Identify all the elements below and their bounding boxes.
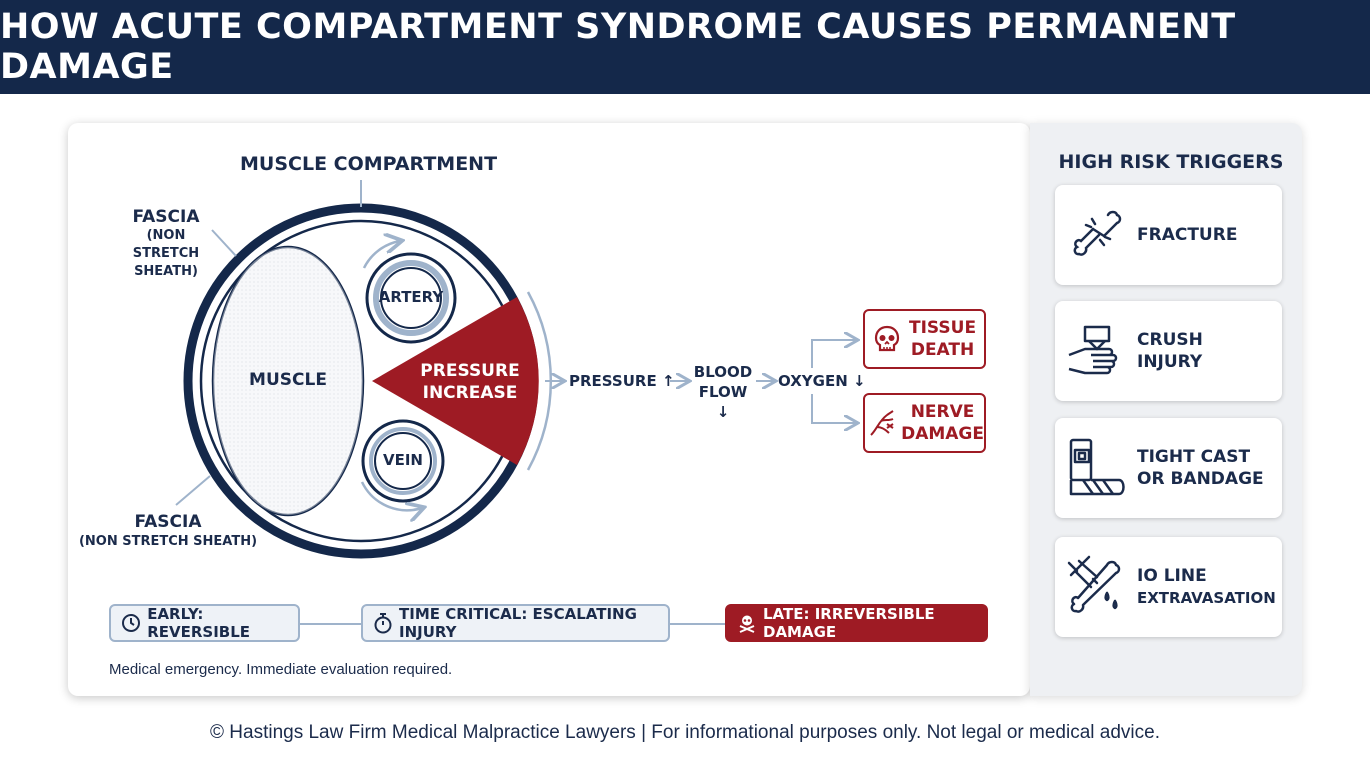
timeline-early: EARLY: REVERSIBLE xyxy=(109,604,300,642)
flow-blood-line1: BLOOD xyxy=(693,363,753,381)
trigger-crush-line2: INJURY xyxy=(1137,352,1203,372)
pressure-increase-label: PRESSURE INCREASE xyxy=(414,360,526,404)
trigger-io-line: IO LINE EXTRAVASATION xyxy=(1055,537,1282,637)
footer-disclaimer: © Hastings Law Firm Medical Malpractice … xyxy=(210,722,1160,743)
nerve-icon xyxy=(865,407,901,439)
crush-hand-icon xyxy=(1055,301,1137,401)
syringe-bone-icon xyxy=(1055,537,1137,637)
trigger-cast-line2: OR BANDAGE xyxy=(1137,469,1264,489)
fascia-bottom-subtitle: (NON STRETCH SHEATH) xyxy=(78,534,258,549)
broken-bone-icon xyxy=(1055,185,1137,285)
timeline-early-label: EARLY: REVERSIBLE xyxy=(147,605,251,641)
emergency-note: Medical emergency. Immediate evaluation … xyxy=(109,661,453,678)
flow-pressure-label: PRESSURE ↑ xyxy=(569,372,675,390)
fascia-top-label: FASCIA (NON STRETCH SHEATH) xyxy=(116,207,216,281)
outcome-nerve-line1: NERVE xyxy=(910,402,975,422)
pressure-wedge xyxy=(372,297,539,465)
skull-crossbones-icon xyxy=(737,612,757,634)
trigger-cast-line1: TIGHT CAST xyxy=(1137,447,1251,467)
trigger-crush: CRUSH INJURY xyxy=(1055,301,1282,401)
fascia-bottom-label: FASCIA (NON STRETCH SHEATH) xyxy=(78,512,258,552)
timeline-time-critical: TIME CRITICAL: ESCALATING INJURY xyxy=(361,604,670,642)
muscle-label: MUSCLE xyxy=(249,370,327,390)
artery-label: ARTERY xyxy=(378,288,444,306)
timeline-time-critical-label: TIME CRITICAL: ESCALATING INJURY xyxy=(399,605,637,641)
timeline-late: LATE: IRREVERSIBLE DAMAGE xyxy=(725,604,988,642)
trigger-cast: TIGHT CAST OR BANDAGE xyxy=(1055,418,1282,518)
trigger-io-line2: EXTRAVASATION xyxy=(1137,589,1276,607)
fascia-top-line2: SHEATH) xyxy=(134,264,198,279)
down-arrow-icon: ↓ xyxy=(716,403,730,421)
trigger-crush-line1: CRUSH xyxy=(1137,330,1203,350)
fascia-bottom-title: FASCIA xyxy=(134,512,202,532)
skull-icon xyxy=(865,324,909,354)
flow-blood-line2: FLOW xyxy=(698,383,748,401)
timeline-late-label: LATE: IRREVERSIBLE DAMAGE xyxy=(763,605,935,641)
vein-label: VEIN xyxy=(383,451,423,469)
outcome-tissue-death: TISSUE DEATH xyxy=(863,309,986,369)
header-bar: HOW ACUTE COMPARTMENT SYNDROME CAUSES PE… xyxy=(0,0,1370,94)
pressure-line1: PRESSURE xyxy=(420,361,520,381)
compartment-label: MUSCLE COMPARTMENT xyxy=(240,153,498,175)
outcome-tissue-line2: DEATH xyxy=(910,340,975,360)
outcome-nerve-line2: DAMAGE xyxy=(901,424,984,444)
page-title: HOW ACUTE COMPARTMENT SYNDROME CAUSES PE… xyxy=(0,7,1236,87)
trigger-fracture: FRACTURE xyxy=(1055,185,1282,285)
flow-oxygen-text: OXYGEN xyxy=(778,372,848,390)
timeline-connector xyxy=(300,623,362,625)
cast-icon xyxy=(1055,418,1137,518)
muscle-shape xyxy=(211,245,365,517)
triggers-title: HIGH RISK TRIGGERS xyxy=(1058,151,1284,173)
stopwatch-icon xyxy=(373,612,393,634)
fascia-top-line1: (NON STRETCH xyxy=(132,228,200,261)
flow-blood-label: BLOOD FLOW ↓ xyxy=(690,362,756,422)
down-arrow-icon: ↓ xyxy=(853,372,866,390)
outcome-nerve-damage: NERVE DAMAGE xyxy=(863,393,986,453)
up-arrow-icon: ↑ xyxy=(661,372,675,390)
clock-icon xyxy=(121,612,141,634)
flow-oxygen-label: OXYGEN ↓ xyxy=(778,372,866,390)
timeline-connector xyxy=(669,623,727,625)
flow-pressure-text: PRESSURE xyxy=(569,372,657,390)
trigger-io-line1: IO LINE xyxy=(1137,566,1207,586)
pressure-line2: INCREASE xyxy=(422,383,518,403)
trigger-fracture-label: FRACTURE xyxy=(1137,225,1238,245)
outcome-tissue-line1: TISSUE xyxy=(909,318,977,338)
fascia-top-title: FASCIA xyxy=(132,207,200,227)
triggers-panel: HIGH RISK TRIGGERS FRACTURE xyxy=(1030,123,1302,696)
